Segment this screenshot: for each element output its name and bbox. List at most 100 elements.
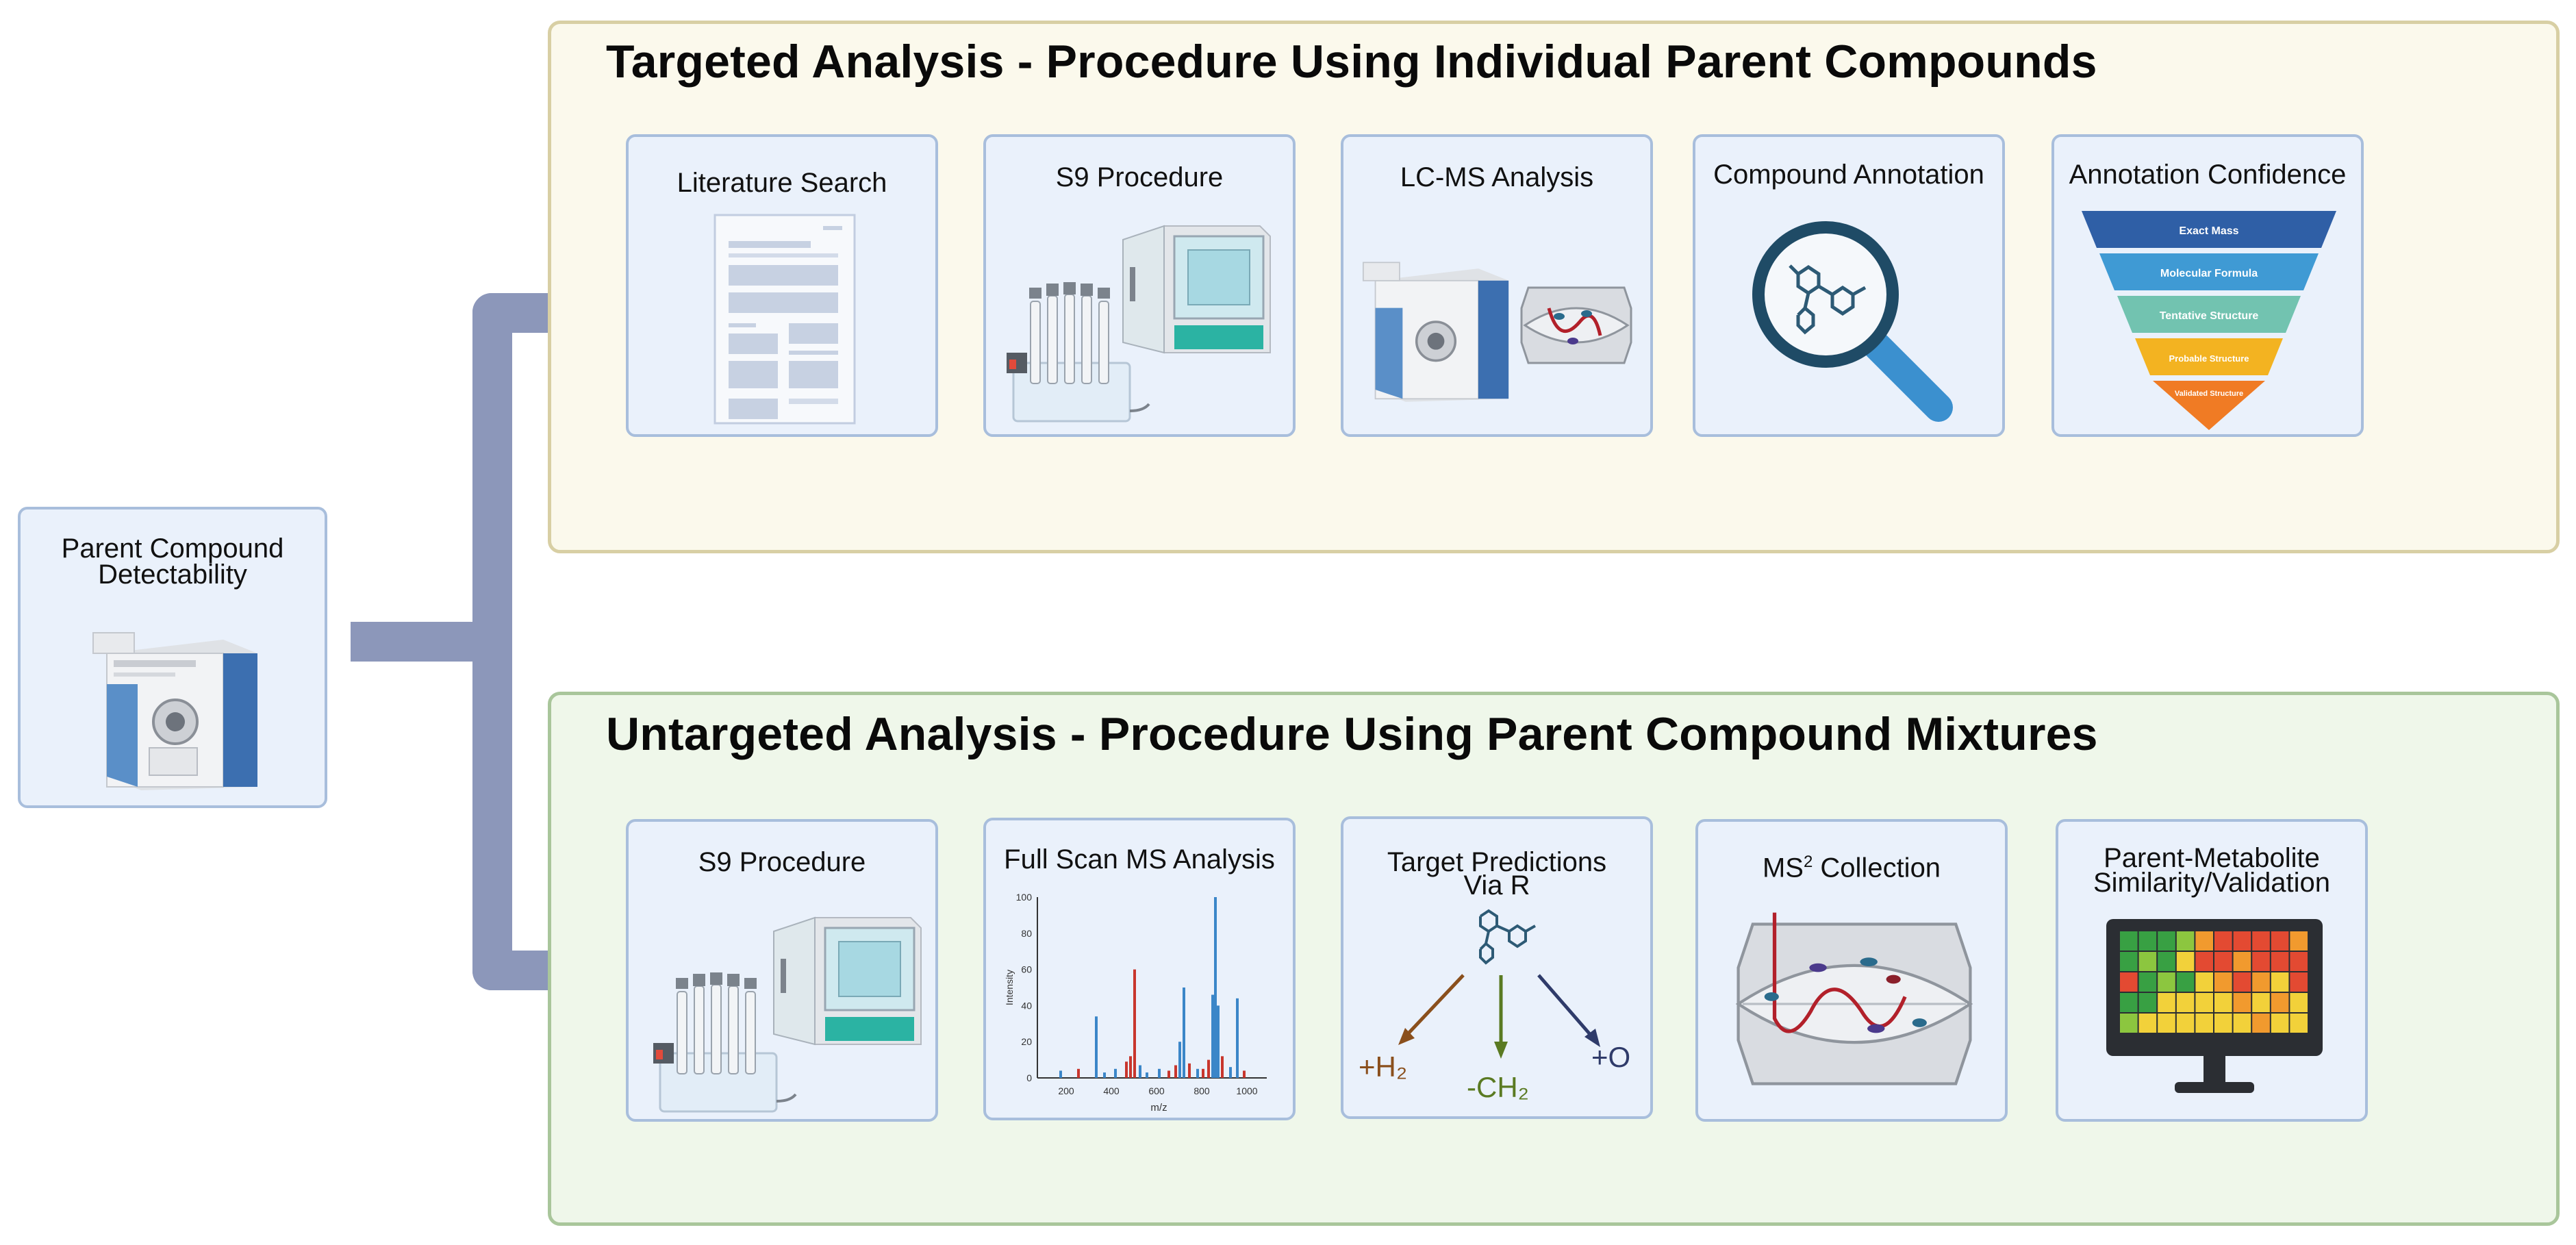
step-similarity-validation: Parent-Metabolite Similarity/Validation [2056,819,2368,1122]
step-title: Compound Annotation [1713,160,1984,190]
spectrum-peak [1207,1059,1210,1078]
step-title-line2: Via R [1463,870,1530,901]
heatmap-cell [2176,1014,2195,1033]
heatmap-cell [2158,931,2175,951]
spectrum-peak [1229,1067,1232,1078]
heatmap-cell [2158,1014,2175,1033]
magnifying-glass-icon [1752,221,1953,422]
spectrum-peak [1211,994,1214,1078]
pyramid-level-4 [2135,338,2283,375]
y-tick-label: 100 [1016,892,1033,903]
spectrum-peak [1133,969,1136,1078]
heatmap-cell [2271,993,2289,1012]
connector-left-stem [351,622,488,662]
targeted-panel-title: Targeted Analysis - Procedure Using Indi… [606,36,2097,88]
spectrum-peak [1077,1068,1080,1078]
pyramid-label-4: Probable Structure [2169,353,2249,364]
step-compound-annotation: Compound Annotation [1693,134,2005,437]
lc-ms-instrument-icon [1362,262,1509,402]
spectrum-peak [1174,1065,1177,1078]
heatmap-cell [2214,972,2232,992]
prediction-plus-h2: +H₂ [1359,1051,1408,1083]
heatmap-cell [2138,972,2157,992]
spectrum-peak [1114,1068,1117,1078]
heatmap-cell [2290,1014,2308,1033]
spectrum-peak [1167,1070,1170,1078]
step-ms2-collection: MS2 Collection [1695,819,2008,1122]
y-tick-label: 20 [1021,1036,1032,1047]
orbitrap-icon [1520,286,1632,364]
heatmap-cell [2120,931,2138,951]
monitor-neck [2204,1056,2225,1083]
heatmap-cell [2214,993,2232,1012]
heatmap-cell [2214,1014,2232,1033]
step-title: S9 Procedure [698,847,866,877]
heatmap-cell [2233,952,2251,971]
heatmap-monitor-icon [2106,919,2323,1093]
heatmap-cell [2214,931,2232,951]
untargeted-panel-title: Untargeted Analysis - Procedure Using Pa… [606,708,2098,760]
step-title: Full Scan MS Analysis [1004,844,1275,875]
heatmap-cell [2176,952,2195,971]
card-title-line2: Detectability [98,559,247,590]
molecule-icon [1479,909,1536,965]
step-s9-procedure-top: S9 Procedure [983,134,1296,437]
step-title: S9 Procedure [1055,162,1224,192]
spectrum-peak [1236,998,1239,1078]
heatmap-cell [2271,931,2289,951]
y-axis-label: Intensity [1004,970,1015,1005]
heatmap-cell [2271,1014,2289,1033]
heatmap-cell [2138,1014,2157,1033]
heatmap-cell [2195,993,2213,1012]
heatmap-cell [2271,972,2289,992]
lc-ms-instrument-icon [92,632,257,790]
heatmap-cell [2120,993,2138,1012]
x-tick-label: 800 [1194,1085,1210,1096]
spectrum-peak [1243,1070,1246,1078]
document-icon [714,214,856,425]
spectrum-peak [1214,897,1217,1078]
spectrum-peak [1183,988,1185,1078]
pyramid-label-2: Molecular Formula [2160,268,2258,279]
spectrum-peak [1217,1005,1220,1078]
pyramid-label-1: Exact Mass [2179,225,2238,237]
monitor-stand [2175,1082,2254,1093]
heatmap-cell [2176,972,2195,992]
heatmap-cell [2120,1014,2138,1033]
step-title: LC-MS Analysis [1400,162,1594,192]
tube-rack-icon [1007,282,1150,423]
heatmap-cell [2252,1014,2270,1033]
step-title-line2: Similarity/Validation [2093,868,2331,898]
heatmap-cell [2176,993,2195,1012]
heatmap-cell [2252,972,2270,992]
heatmap-cell [2233,1014,2251,1033]
heatmap-cell [2271,952,2289,971]
heatmap-cell [2290,952,2308,971]
spectrum-peak [1139,1065,1141,1078]
spectrum-peak [1188,1063,1191,1078]
heatmap-cell [2120,952,2138,971]
heatmap-cell [2233,972,2251,992]
orbitrap-icon [1735,912,1973,1085]
heatmap-cell [2195,952,2213,971]
heatmap-cell [2290,993,2308,1012]
heatmap-cell [2195,931,2213,951]
heatmap-cell [2158,952,2175,971]
connector-vertical-trunk [472,293,512,990]
spectrum-peak [1221,1056,1224,1078]
parent-compound-detectability-card: Parent Compound Detectability [18,507,327,808]
step-literature-search: Literature Search [626,134,938,437]
prediction-plus-o: +O [1591,1041,1631,1073]
heatmap-cell [2120,972,2138,992]
pyramid-level-1 [2082,211,2336,248]
pyramid-level-5 [2153,381,2265,430]
heatmap-cell [2195,1014,2213,1033]
spectrum-peak [1129,1056,1132,1078]
heatmap-cell [2158,972,2175,992]
spectrum-peak [1196,1068,1199,1078]
spectrum-peak [1158,1068,1161,1078]
tube-rack-icon [653,972,797,1113]
x-tick-label: 600 [1148,1085,1165,1096]
